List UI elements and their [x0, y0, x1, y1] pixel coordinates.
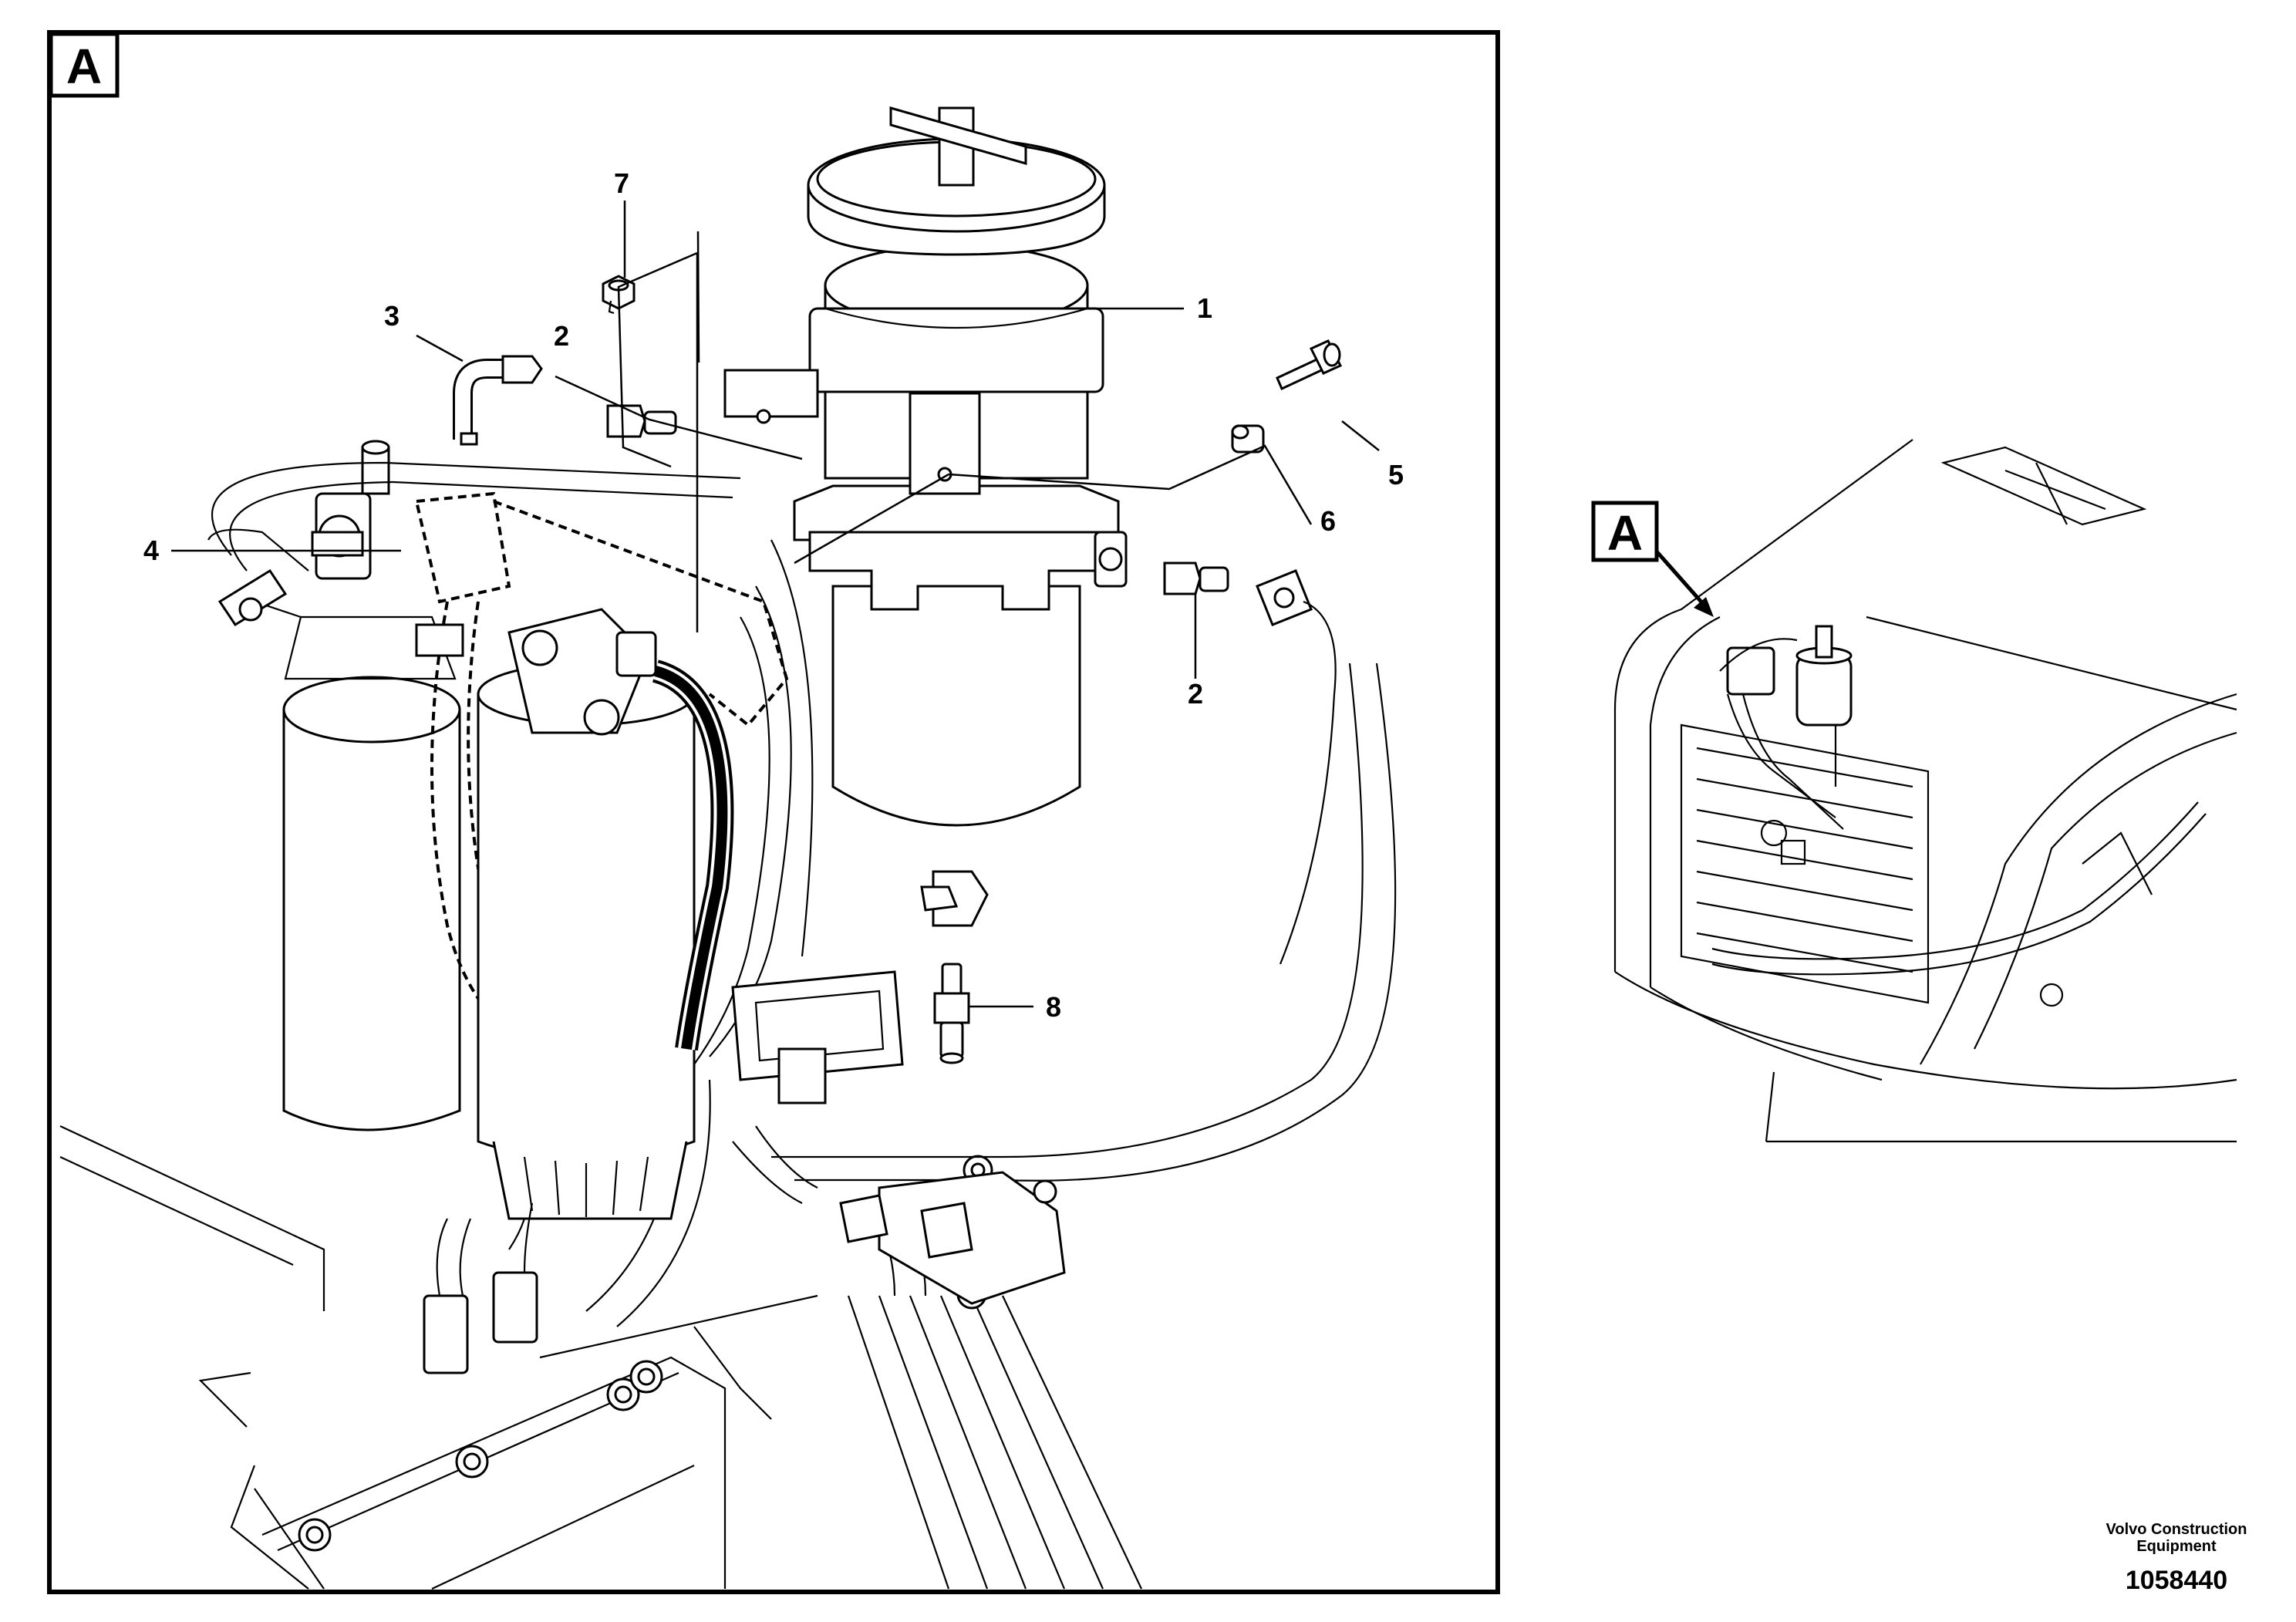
overview-tag-box	[1591, 501, 1659, 562]
overview-callout: A	[1591, 501, 1714, 617]
callout-1: 1	[1197, 292, 1212, 324]
callout-2a: 2	[554, 320, 569, 352]
part-8-drain-plug	[933, 963, 970, 1064]
support-clamp	[731, 970, 904, 1104]
brand-name: Volvo Construction Equipment	[2106, 1521, 2247, 1555]
lower-fittings	[423, 1171, 1066, 1374]
callout-6: 6	[1320, 505, 1336, 537]
callout-5: 5	[1388, 459, 1404, 491]
drain-valve	[920, 870, 989, 927]
left-fittings	[217, 531, 464, 657]
callout-2b: 2	[1188, 678, 1203, 710]
callout-8: 8	[1046, 991, 1061, 1023]
part-6-spacer	[1231, 424, 1265, 454]
part-5-bolt	[1276, 339, 1343, 391]
main-filter-assembly	[723, 106, 1128, 827]
leader-lines	[171, 201, 1380, 1008]
callout-4: 4	[143, 534, 159, 566]
callout-7: 7	[614, 167, 629, 199]
primary-filter-head	[477, 608, 734, 1220]
detail-tag: A	[66, 39, 102, 94]
part-2-adapter-lower	[1163, 561, 1229, 595]
overview-tag: A	[1607, 505, 1643, 561]
callout-3: 3	[384, 300, 400, 332]
outlet-hose	[1256, 569, 1337, 965]
drawing-number: 1058440	[2125, 1566, 2228, 1595]
detail-tag-box	[49, 32, 120, 98]
drawing-footer: Volvo Construction Equipment 1058440	[2099, 1521, 2254, 1596]
chassis-outline	[59, 1125, 1142, 1590]
part-2-adapter-upper	[606, 404, 677, 438]
detail-frame	[47, 30, 1500, 1594]
part-3-elbow	[453, 355, 543, 446]
machine-overview	[1613, 439, 2237, 1143]
